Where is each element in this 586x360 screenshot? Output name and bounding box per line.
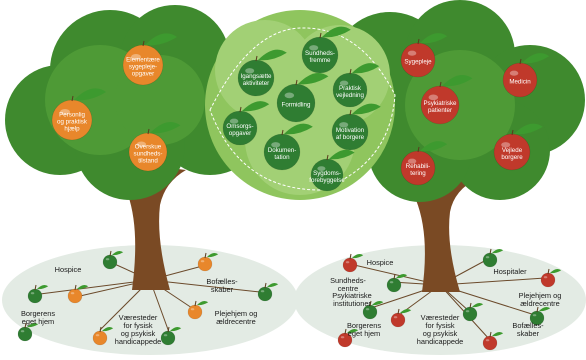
left-ground-label: Hospice xyxy=(54,265,82,274)
left-ground-label: Bofælles- skaber xyxy=(206,277,238,294)
ground-apple xyxy=(92,326,114,346)
right-ground-label: Bofælles- skaber xyxy=(512,321,544,338)
center-apple xyxy=(332,63,380,108)
center-apple xyxy=(263,123,313,171)
ground-apple xyxy=(67,284,89,304)
ground-apple xyxy=(160,326,182,346)
left-ground-label: Væresteder for fysisk og psykisk handica… xyxy=(114,313,162,346)
left-tree-apple xyxy=(51,88,106,141)
right-tree-apple xyxy=(493,123,543,171)
center-apple xyxy=(301,26,351,74)
left-trunk xyxy=(95,168,186,290)
right-tree-apple xyxy=(420,75,473,125)
right-tree-apple xyxy=(400,33,448,78)
ground-apple xyxy=(17,322,39,342)
ground-apple xyxy=(257,282,279,302)
left-tree-apple xyxy=(128,122,181,172)
ground-apple xyxy=(540,268,562,288)
right-ground-label: Psykiatriske institutioner xyxy=(332,291,372,308)
left-ground-ellipse xyxy=(2,245,298,355)
ground-apple xyxy=(27,284,49,304)
center-apple xyxy=(237,49,287,97)
ground-apple xyxy=(337,328,359,348)
center-apple xyxy=(331,103,381,151)
right-tree-apple xyxy=(400,141,448,186)
left-ground-label: Borgerens eget hjem xyxy=(20,309,56,326)
right-ground-label: Hospitaler xyxy=(493,267,527,276)
ground-apple xyxy=(386,273,408,293)
ground-apple xyxy=(390,308,412,328)
center-apple xyxy=(222,101,270,146)
ground-apple xyxy=(187,300,209,320)
ground-apple xyxy=(529,306,551,326)
center-apple xyxy=(276,73,329,123)
ground-apple xyxy=(482,331,504,351)
right-ground-label: Hospice xyxy=(366,258,394,267)
left-tree-apple xyxy=(122,33,177,86)
right-ground-label: Væresteder for fysisk og psykisk handica… xyxy=(416,313,464,346)
ground-apple xyxy=(462,302,484,322)
ground-apple xyxy=(342,253,364,273)
ground-apple xyxy=(197,252,219,272)
right-tree-apple xyxy=(502,53,550,98)
right-trunk xyxy=(382,176,478,292)
right-ground-ellipse xyxy=(294,245,586,355)
ground-apple xyxy=(482,248,504,268)
right-ground-label: Sundheds- centre xyxy=(330,276,366,293)
left-ground-label: Plejehjem og ældrecentre xyxy=(214,309,258,326)
ground-apple xyxy=(362,300,384,320)
center-apple xyxy=(310,149,355,192)
right-ground-label: Borgerens eget hjem xyxy=(346,321,382,338)
ground-apple xyxy=(102,250,124,270)
right-ground-label: Plejehjem og ældrecentre xyxy=(518,291,562,308)
